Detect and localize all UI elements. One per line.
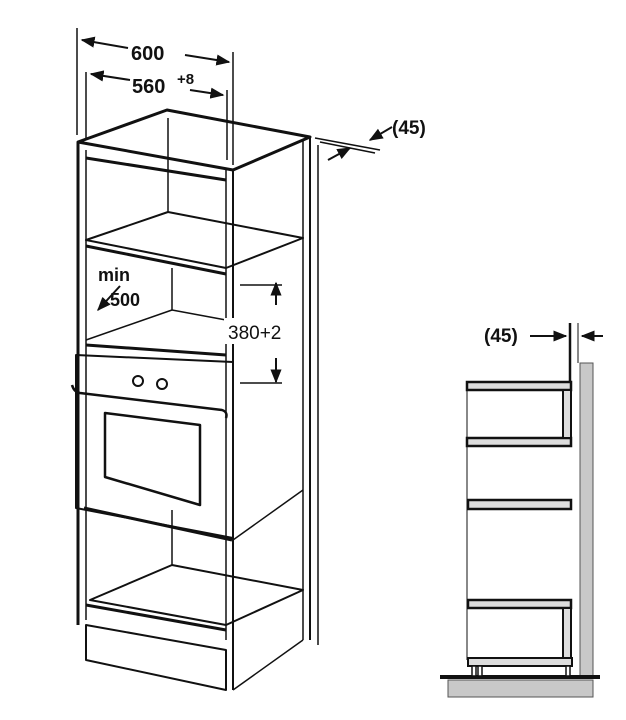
plinth bbox=[85, 624, 227, 691]
dimension-lines bbox=[76, 28, 393, 384]
dim-niche-width: 560 bbox=[132, 76, 165, 98]
dim-600-arrow-right bbox=[184, 54, 231, 66]
oven-handle bbox=[70, 384, 228, 419]
dim-min-label: min bbox=[98, 265, 130, 285]
dim-560-arrow-left bbox=[89, 70, 131, 82]
min-500-arrow bbox=[97, 285, 121, 312]
lower-shelf bbox=[89, 564, 304, 626]
floor-line bbox=[440, 675, 600, 679]
dim-overall-width: 600 bbox=[131, 43, 164, 65]
dim-560-arrow-right bbox=[189, 87, 225, 99]
upper-shelf bbox=[85, 211, 304, 269]
dim-niche-height: 380+2 bbox=[228, 323, 281, 344]
side-shelf bbox=[466, 498, 573, 511]
dim-600-arrow-left bbox=[80, 36, 129, 49]
dim-min-depth: 500 bbox=[110, 290, 140, 310]
cabinet-perspective bbox=[70, 108, 319, 691]
dim-rear-gap-top: (45) bbox=[392, 118, 426, 139]
oven-knob-1 bbox=[132, 375, 144, 387]
dim-niche-width-tolerance: +8 bbox=[177, 71, 194, 88]
floor-base bbox=[447, 679, 594, 698]
dim-rear-gap-side: (45) bbox=[484, 326, 518, 347]
side-section-view bbox=[440, 323, 603, 698]
dim-45-top-arrow-1 bbox=[368, 126, 393, 141]
oven-front bbox=[75, 354, 234, 539]
wall bbox=[579, 362, 594, 678]
oven-window bbox=[103, 411, 202, 507]
dim-45-top-arrow-2 bbox=[327, 147, 352, 161]
oven-knob-2 bbox=[156, 378, 168, 390]
